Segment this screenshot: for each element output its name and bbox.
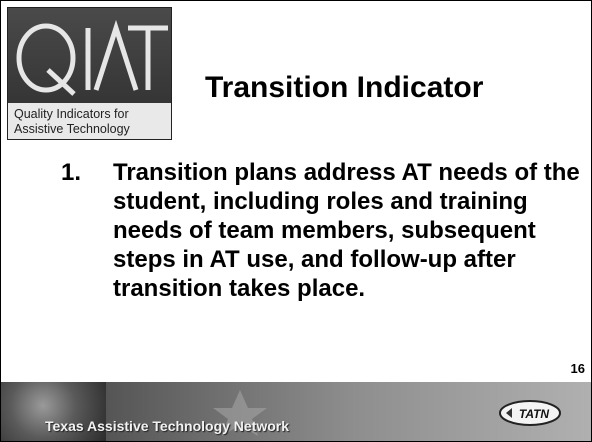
footer-photo: [1, 382, 106, 441]
page-number: 16: [570, 361, 585, 376]
qiat-mark-icon: [16, 19, 168, 96]
list-item-number: 1.: [61, 159, 82, 186]
star-icon: [213, 390, 267, 436]
tatn-badge-icon: TATN: [499, 400, 561, 426]
qiat-logo: Quality Indicators for Assistive Technol…: [7, 7, 172, 140]
list-item-text: Transition plans address AT needs of the…: [113, 159, 580, 302]
logo-caption-line2: Assistive Technology: [14, 122, 130, 136]
network-name: Texas Assistive Technology Network: [45, 418, 290, 434]
footer-banner: Texas Assistive Technology Network TATN: [1, 382, 591, 441]
logo-caption: Quality Indicators for Assistive Technol…: [8, 103, 171, 139]
logo-caption-line1: Quality Indicators for: [14, 107, 129, 121]
slide-title: Transition Indicator: [205, 71, 484, 104]
tatn-badge-text: TATN: [519, 407, 550, 421]
